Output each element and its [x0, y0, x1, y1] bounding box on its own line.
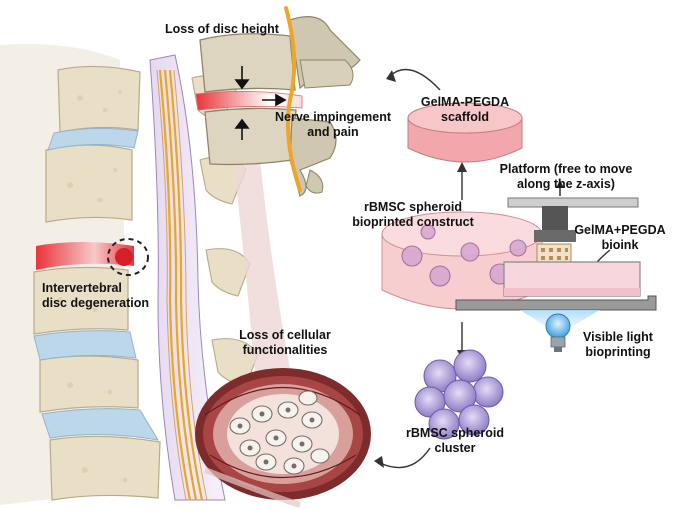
- label-platform-line-2: along the z-axis): [517, 177, 615, 191]
- label-scaffold-line-1: GelMA-PEGDA: [420, 95, 510, 109]
- label-light-line-2: bioprinting: [585, 345, 651, 359]
- vertebra-5: [49, 435, 161, 501]
- label-loss-of-cellular-functionalities: Loss of cellular functionalities: [230, 328, 340, 358]
- label-bioink-line-2: bioink: [601, 238, 639, 252]
- degeneration-highlight-circle: [107, 238, 149, 276]
- spine-column: [0, 44, 300, 505]
- vertebra-4: [39, 355, 139, 413]
- vertebra-2: [45, 144, 133, 223]
- disc-3: [33, 330, 137, 361]
- zoomed-vertebrae: [195, 6, 361, 197]
- disc-1: [47, 127, 139, 151]
- compression-arrows: [234, 66, 287, 140]
- vertebra-3: [33, 266, 129, 335]
- label-platform: Platform (free to move along the z-axis): [486, 162, 646, 192]
- label-construct-line-1: rBMSC spheroid: [364, 200, 462, 214]
- label-platform-line-1: Platform (free to move: [499, 162, 633, 176]
- label-intervertebral-disc-degeneration: Intervertebral disc degeneration: [42, 281, 149, 311]
- disc-4: [41, 408, 159, 441]
- label-spheroid-cluster: rBMSC spheroid cluster: [400, 426, 510, 456]
- label-nerve-line-2: and pain: [307, 125, 359, 139]
- label-cluster-line-1: rBMSC spheroid: [406, 426, 504, 440]
- spheroid-cluster: [414, 349, 504, 440]
- label-ivd-line-1: Intervertebral: [42, 281, 122, 295]
- label-light-line-1: Visible light: [583, 330, 653, 344]
- label-loss-of-disc-height: Loss of disc height: [165, 22, 279, 36]
- disc-cross-section: [195, 368, 371, 508]
- vertebra-1: [57, 65, 141, 133]
- scaffold-puck: [407, 102, 523, 163]
- label-bioprinted-construct: rBMSC spheroid bioprinted construct: [348, 200, 478, 230]
- label-visible-light-bioprinting: Visible light bioprinting: [568, 330, 668, 360]
- label-nerve-line-1: Nerve impingement: [274, 110, 391, 124]
- bioprinter: [455, 180, 657, 352]
- label-scaffold-line-2: scaffold: [441, 110, 489, 124]
- label-cell-loss-line-2: functionalities: [242, 343, 328, 357]
- bioprinted-construct: [381, 211, 543, 310]
- label-nerve-impingement: Nerve impingement and pain: [270, 110, 396, 140]
- label-gelma-pegda-bioink: GelMA+PEGDA bioink: [568, 223, 672, 253]
- label-gelma-pegda-scaffold: GelMA-PEGDA scaffold: [404, 95, 526, 125]
- label-construct-line-2: bioprinted construct: [352, 215, 474, 229]
- compressed-disc: [195, 91, 303, 111]
- label-cell-loss-line-1: Loss of cellular: [239, 328, 331, 342]
- light-bulb-icon: [545, 313, 571, 339]
- nerve-root: [284, 6, 302, 192]
- label-bioink-line-1: GelMA+PEGDA: [574, 223, 666, 237]
- label-ivd-line-2: disc degeneration: [42, 296, 149, 310]
- label-cluster-line-2: cluster: [434, 441, 476, 455]
